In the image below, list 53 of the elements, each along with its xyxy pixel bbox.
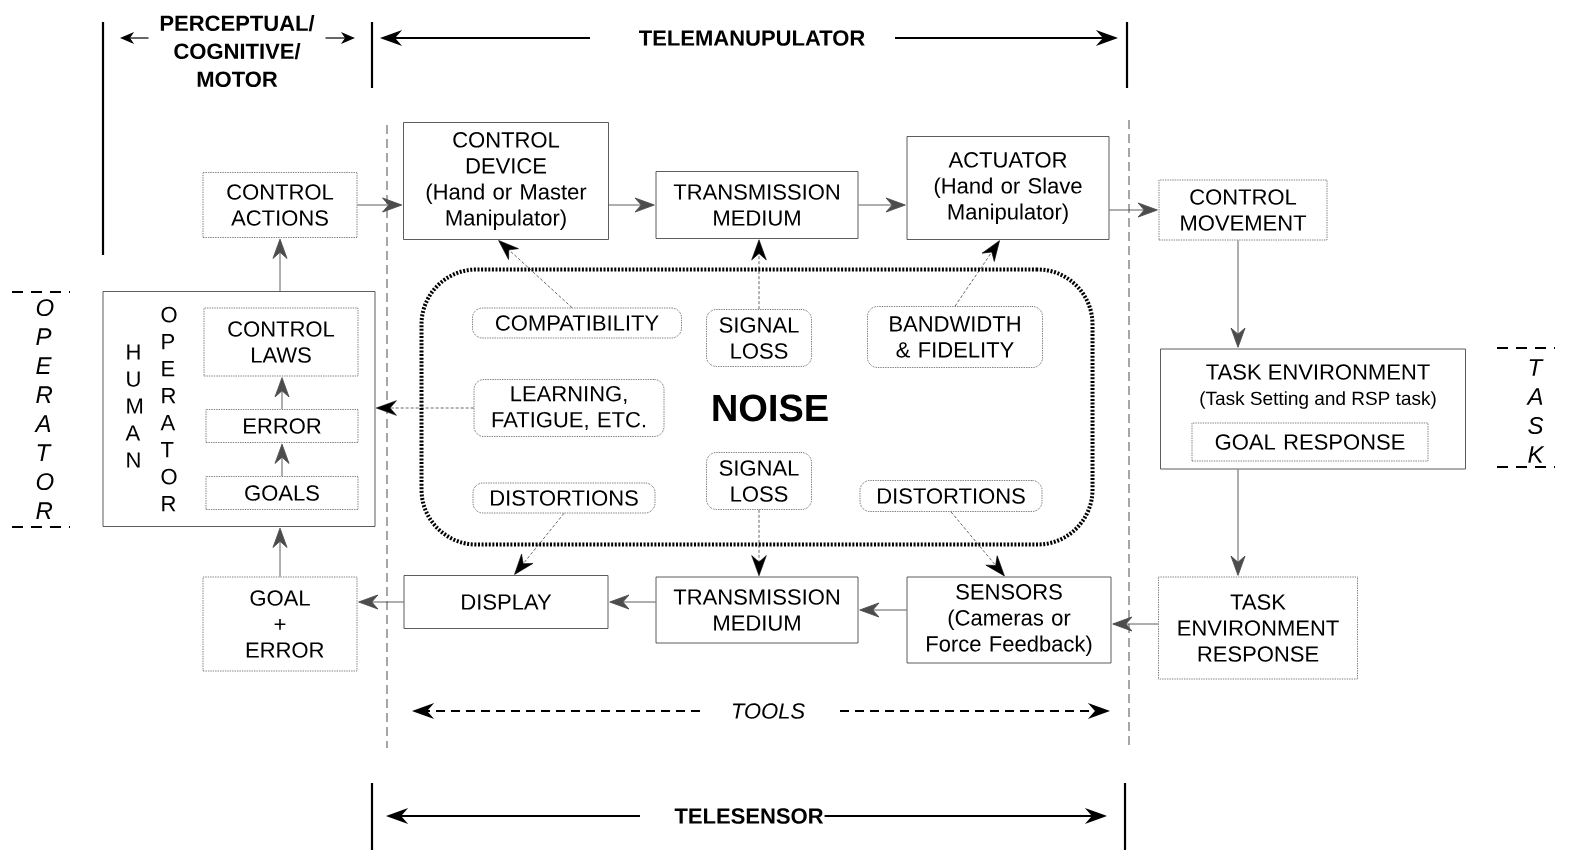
- arrow: [356, 197, 403, 213]
- arrow: [1230, 239, 1246, 348]
- arrow: [358, 594, 405, 610]
- rounded-box: BANDWIDTH & FIDELITY: [867, 306, 1043, 368]
- arrow: [751, 239, 767, 310]
- arrow: [274, 443, 290, 477]
- arrow: [1108, 202, 1158, 218]
- arrow: [751, 509, 767, 577]
- process-box: DISPLAY: [403, 575, 609, 629]
- rounded-box: COMPATIBILITY: [472, 307, 682, 339]
- arrow: [954, 240, 1000, 307]
- rounded-box: LEARNING, FATIGUE, ETC.: [473, 379, 665, 437]
- dotted-box: GOAL RESPONSE: [1191, 422, 1429, 462]
- dotted-box: CONTROL LAWS: [203, 307, 359, 377]
- box-text: TASK ENVIRONMENT: [1206, 364, 1430, 380]
- arrow: [1112, 616, 1159, 632]
- arrow: [857, 197, 906, 213]
- section-label: PERCEPTUAL/ COGNITIVE/ MOTOR: [148, 13, 326, 89]
- arrow: [859, 602, 908, 618]
- section-label: TELESENSOR: [673, 807, 825, 825]
- section-label: TELEMANUPULATOR: [637, 29, 867, 47]
- rounded-box: SIGNAL LOSS: [706, 452, 812, 510]
- section-label: TOOLS: [729, 702, 807, 720]
- vertical-text: HUMAN: [125, 344, 143, 468]
- dotted-box: GOAL + ERROR: [202, 576, 358, 672]
- arrow: [950, 511, 1005, 577]
- arrow: [498, 240, 573, 308]
- arrow: [274, 377, 290, 410]
- arrow: [375, 400, 474, 416]
- region-title: NOISE: [713, 394, 828, 422]
- dotted-box: ERROR: [205, 409, 359, 443]
- dotted-box: CONTROL ACTIONS: [202, 172, 358, 238]
- dotted-box: GOALS: [205, 476, 359, 510]
- vertical-text: OPERATOR: [160, 306, 177, 512]
- vertical-label: TASK: [1526, 359, 1545, 463]
- arrow: [272, 527, 288, 578]
- dotted-box: TASK ENVIRONMENT RESPONSE: [1158, 576, 1358, 680]
- process-box: TRANSMISSION MEDIUM: [655, 171, 859, 239]
- process-box: TRANSMISSION MEDIUM: [655, 576, 859, 644]
- arrow: [1230, 468, 1246, 576]
- arrow: [272, 238, 288, 292]
- rounded-box: DISTORTIONS: [859, 480, 1043, 512]
- arrow: [609, 594, 657, 610]
- arrow: [514, 513, 565, 575]
- process-box: SENSORS (Cameras or Force Feedback): [906, 576, 1112, 664]
- box-text: (Task Setting and RSP task): [1200, 391, 1436, 409]
- arrow: [608, 197, 655, 213]
- dotted-box: CONTROL MOVEMENT: [1158, 179, 1328, 241]
- rounded-box: DISTORTIONS: [472, 482, 656, 514]
- rounded-box: SIGNAL LOSS: [706, 309, 812, 367]
- vertical-label: OPERATOR: [34, 299, 54, 519]
- process-box: CONTROL DEVICE (Hand or Master Manipulator): [403, 122, 609, 240]
- process-box: ACTUATOR (Hand or Slave Manipulator): [906, 136, 1110, 240]
